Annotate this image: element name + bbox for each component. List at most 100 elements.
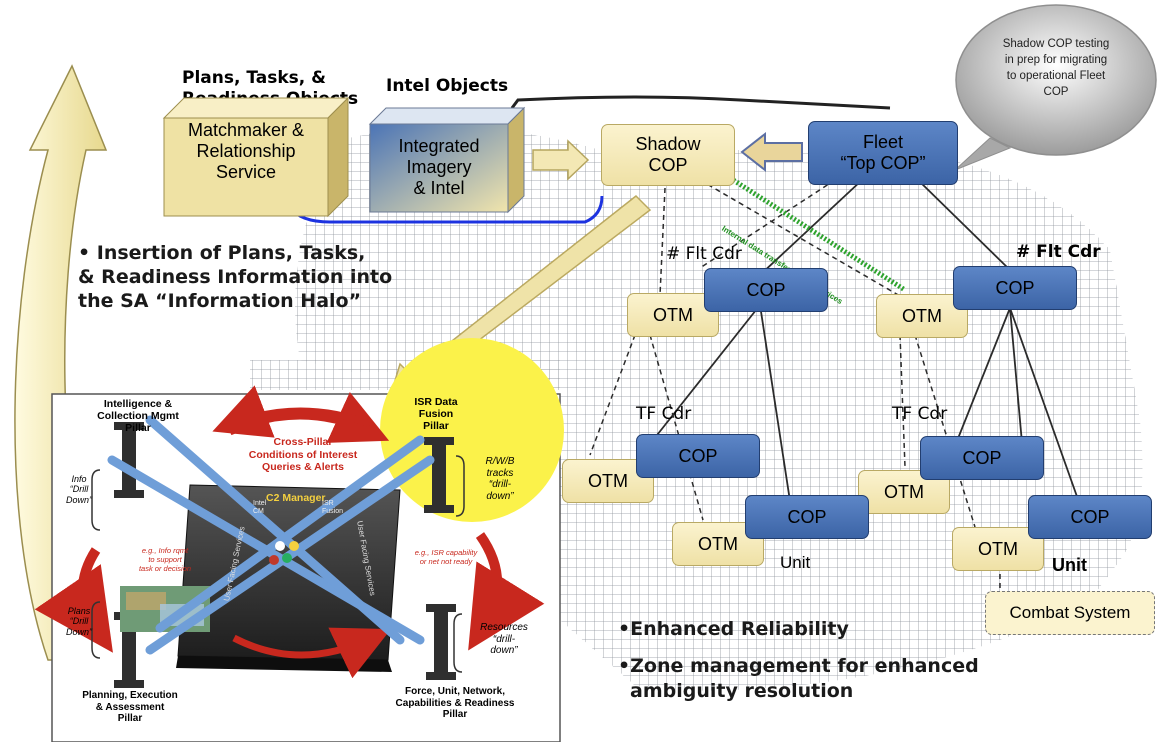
box-line: Integrated [398,136,480,156]
cop-box[interactable]: COP [636,434,760,478]
integrated-imagery-box: Integrated Imagery & Intel [370,136,508,200]
bullet-line: • Insertion of Plans, Tasks, [78,242,366,264]
inset-line: Collection Mgmt [97,410,179,423]
inset-line: e.g., ISR capability [414,548,478,557]
matchmaker-cube [162,96,350,218]
callout-line: Shadow COP testing [1002,38,1110,50]
plans-drill-down-label: Plans “Drill Down” [56,606,102,637]
cop-box[interactable]: COP [704,268,828,312]
callout-text: Shadow COP testing in prep for migrating… [976,36,1136,100]
inset-line: Pillar [125,422,151,435]
information-halo-grid [295,127,1143,691]
box-line: Imagery [406,157,472,178]
flt-cdr-label-left: # Flt Cdr [666,244,742,264]
info-drill-down-label: Info “Drill Down” [56,474,102,505]
plans-objects-line: Plans, Tasks, & [182,68,326,88]
flt-cdr-label-right: # Flt Cdr [1016,242,1101,262]
inset-line: down” [490,645,518,656]
box-line: Relationship [196,141,296,162]
intel-cm-label: Intel CM [253,500,266,515]
tf-cdr-label-left: TF Cdr [636,404,692,424]
cop-box[interactable]: COP [920,436,1044,480]
inset-line: Resources [480,622,528,633]
fleet-top-cop-box[interactable]: Fleet “Top COP” [808,121,958,185]
cop-box[interactable]: COP [1028,495,1152,539]
enhanced-reliability-bullet: •Enhanced Reliability [618,618,849,640]
inset-line: Force, Unit, Network, [404,686,505,697]
isr-fusion-mini-label: ISR Fusion [322,500,343,515]
shadow-cop-box[interactable]: Shadow COP [601,124,735,186]
isr-highlight [380,338,564,522]
inset-line: Planning, Execution [82,690,178,701]
bullet-line: & Readiness Information into [78,265,393,288]
isr-capability-note: e.g., ISR capability or net not ready [398,548,494,566]
integrated-cube [368,106,526,214]
info-rqmt-note: e.g., Info rqmt to support task or decis… [120,546,210,573]
isr-fusion-pillar-label: ISR Data Fusion Pillar [386,396,486,432]
inset-line: to support [148,555,182,564]
inset-line: Info [71,474,87,484]
otm-box[interactable]: OTM [627,293,719,337]
c2-manager-inset [34,338,564,742]
cop-box[interactable]: COP [953,266,1077,310]
box-line: Matchmaker & [187,120,305,140]
cop-box[interactable]: COP [745,495,869,539]
bullet-line: the SA “Information Halo” [78,289,362,312]
intel-objects-label: Intel Objects [386,76,509,96]
inset-line: Cross-Pillar [273,436,333,448]
inset-line: e.g., Info rqmt [141,546,189,555]
arrow-to-shadow [532,139,590,181]
callout-line: in prep for migrating [1004,54,1108,67]
inset-line: ISR [322,500,334,507]
box-line: Fleet [862,132,904,153]
inset-line: R/W/B [485,456,515,467]
c2-manager-label: C2 Manager [266,492,326,504]
box-line: Shadow [635,134,701,155]
matchmaker-service-box: Matchmaker & Relationship Service [164,120,328,184]
inset-line: Conditions of Interest [248,448,358,461]
inset-line: CM [253,507,264,515]
bullet-line: ambiguity resolution [630,679,854,702]
inset-line: Pillar [117,713,143,724]
inset-line: “drill- [492,633,516,645]
box-line: “Top COP” [840,153,926,173]
inset-line: Down” [65,494,92,505]
unit-label-left: Unit [780,553,811,572]
callout-line: to operational Fleet [1006,70,1106,83]
inset-line: Pillar [442,709,468,720]
inset-line: “drill- [488,479,512,490]
inset-line: tracks [486,467,514,479]
inset-line: Fusion [322,507,344,515]
cross-pillar-label: Cross-Pillar Conditions of Interest Quer… [228,436,378,474]
box-line: Service [215,162,277,183]
rwb-tracks-label: R/W/B tracks “drill- down” [470,456,530,502]
callout-line: COP [1043,86,1069,99]
callout-bubble [955,4,1157,156]
box-line: & Intel [413,178,465,199]
inset-line: Intelligence & [103,398,173,410]
inset-line: Plans [67,606,91,616]
bullet-line: •Zone management for enhanced [618,655,979,677]
inset-line: task or decision [138,564,192,573]
halo-insertion-bullet: • Insertion of Plans, Tasks, & Readiness… [78,242,392,314]
inset-line: Intel [253,500,267,507]
intel-collection-pillar-label: Intelligence & Collection Mgmt Pillar [78,398,198,434]
unit-label-right: Unit [1052,555,1087,575]
force-unit-pillar-label: Force, Unit, Network, Capabilities & Rea… [380,686,530,721]
box-line: COP [648,155,688,175]
resources-drill-down-label: Resources “drill- down” [464,622,544,657]
inset-line: or net not ready [419,557,473,566]
inset-line: Capabilities & Readiness [395,697,515,709]
inset-line: Pillar [423,420,449,433]
inset-line: down” [486,490,514,502]
inset-line: “Drill [69,616,89,627]
inset-line: Down” [65,626,92,637]
planning-pillar-label: Planning, Execution & Assessment Pillar [64,690,196,725]
zone-management-bullet: •Zone management for enhanced ambiguity … [618,654,979,703]
otm-box[interactable]: OTM [876,294,968,338]
inset-line: ISR Data [414,396,458,408]
combat-system-box[interactable]: Combat System [985,591,1155,635]
inset-line: Queries & Alerts [262,461,344,474]
